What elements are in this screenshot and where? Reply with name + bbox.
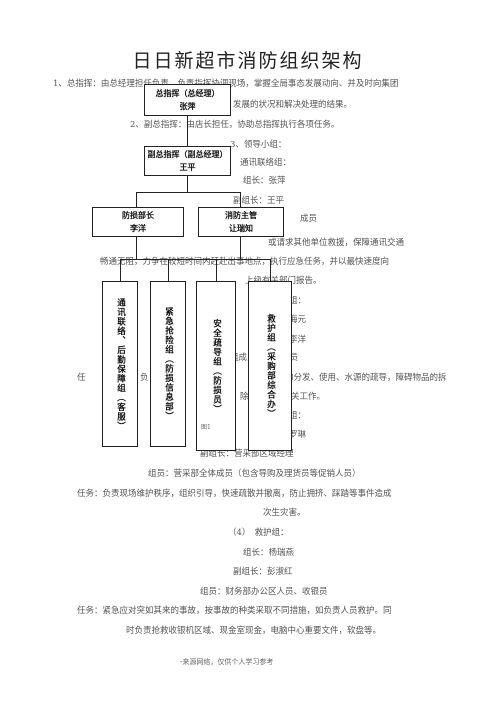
text-line: 2、副总指挥：由店长担任，协助总指挥执行各项任务。: [130, 120, 340, 130]
connector-line: [216, 259, 218, 281]
deputy-commander-box: 副总指挥（副总经理） 王平: [144, 146, 231, 176]
fire-officer-box: 消防主管 让瑞知: [198, 207, 284, 237]
connector-line: [120, 259, 270, 261]
text-line: 副组长：彭淑红: [233, 567, 293, 577]
text-line: （4） 救护组：: [228, 528, 289, 538]
commander-name: 张萍: [179, 102, 196, 111]
text-line: 次生灾害。: [263, 508, 306, 518]
text-line: 组：: [289, 411, 307, 421]
text-line: 任务：紧急应对突如其来的事故，按事故的种类采取不同措施，如负责人员救护。同: [77, 606, 392, 616]
text-line: 负: [140, 373, 149, 383]
text-line: 副组长：营采部区域经理: [200, 449, 294, 459]
footer-note: -来源网络，仅供个人学习参考: [180, 658, 274, 666]
connector-line: [120, 259, 122, 281]
connector-line: [240, 237, 242, 259]
text-line: 组长：杨瑞燕: [243, 548, 295, 558]
fire-officer-role: 消防主管: [225, 211, 257, 220]
team-box-communication-logistics: 通讯联络、后勤保障组（客服）: [102, 281, 138, 447]
team-box-first-aid: 救护组（采购部综合办）: [248, 281, 292, 451]
fire-prevention-role: 防损部长: [122, 211, 154, 220]
figure-caption: 图1: [201, 424, 211, 431]
text-line: 或请求其他单位救援，保障通讯交通: [268, 238, 405, 248]
team-box-emergency-rescue: 紧急抢险组（防损信息部）: [150, 281, 186, 447]
commander-box: 总指挥（总经理） 张萍: [144, 84, 231, 116]
page-title: 日日新超市消防组织架构: [132, 50, 364, 72]
text-line: 李洋: [289, 335, 307, 345]
connector-line: [187, 116, 189, 146]
text-line: 组员：财务部办公区人员、收银员: [200, 587, 328, 597]
text-line: 通讯联络组：: [240, 158, 292, 168]
text-line: 器材的分发、使用、水源的疏导，障碍物品的拆: [268, 373, 447, 383]
text-line: 罗琳: [289, 430, 307, 440]
commander-role: 总指挥（总经理）: [155, 89, 220, 98]
text-line: 副组长：王平: [233, 196, 285, 206]
text-line: 任务：负责现场维护秩序，组织引导，快速疏散并撤离，防止拥挤、踩踏等事件造成: [77, 489, 392, 499]
team-box-safety-evacuation: 安全疏导组（防损员）: [196, 281, 236, 451]
text-line: 3、领导小组：: [230, 140, 287, 150]
text-line: 组员：营采部全体成员（包含导购及理货员等促销人员）: [148, 469, 361, 479]
connector-line: [168, 259, 170, 281]
connector-line: [270, 259, 272, 281]
text-line: 任: [77, 373, 86, 383]
text-line: 组：: [289, 296, 307, 306]
connector-line: [136, 192, 240, 194]
fire-prevention-manager-box: 防损部长 李洋: [92, 207, 184, 237]
connector-line: [240, 192, 242, 207]
text-line: 海元: [289, 315, 307, 325]
fire-officer-name: 让瑞知: [229, 224, 253, 233]
connector-line: [136, 192, 138, 207]
connector-line: [136, 237, 138, 259]
deputy-name: 王平: [179, 163, 196, 172]
text-line: 成员: [300, 214, 318, 224]
text-line: 组长：张萍: [243, 176, 286, 186]
text-line: 发展的状况和解决处理的结果。: [233, 100, 353, 110]
deputy-role: 副总指挥（副总经理）: [147, 150, 228, 159]
text-line: 时负责抢救收银机区域、现金室现金，电脑中心重要文件，软盘等。: [126, 626, 382, 636]
text-line: 畅通无阻，力争在较短时间内赶赴出事地点，执行应急任务，并以最快速度向: [100, 257, 390, 267]
connector-line: [187, 176, 189, 192]
fire-prevention-name: 李洋: [130, 224, 146, 233]
